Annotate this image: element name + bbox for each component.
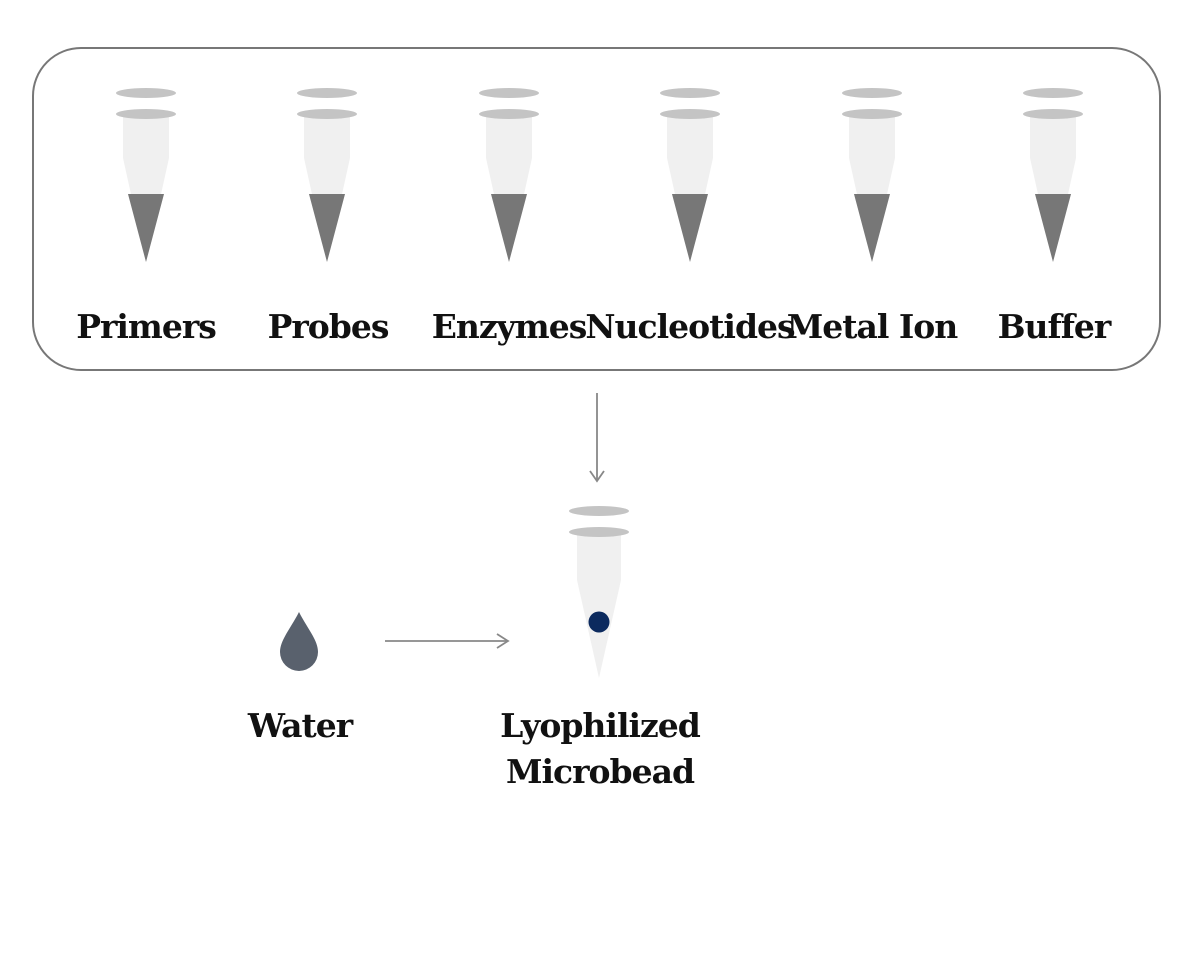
tube-cap [1023,88,1083,98]
reagent-label-probes: Probes [268,307,389,346]
water-drop-icon [280,612,318,671]
reagent-tube-nucleotides [660,88,720,262]
right-arrow [385,633,510,649]
tube-cap [842,88,902,98]
product-tube-rim [569,527,629,537]
tube-body [304,112,350,262]
reagent-tube-enzymes [479,88,539,262]
tube-body [1030,112,1076,262]
reagent-label-primers: Primers [76,307,216,346]
water-label: Water [247,706,354,745]
tube-liquid [128,194,164,262]
reagent-tube-metal-ion [842,88,902,262]
tube-rim [479,109,539,119]
reagent-label-enzymes: Enzymes [432,307,587,346]
tube-rim [842,109,902,119]
reagent-group-frame [32,47,1161,371]
tube-rim [116,109,176,119]
tube-cap [297,88,357,98]
product-label-line1: Lyophilized [500,706,701,745]
reagent-label-nucleotides: Nucleotides [585,307,795,346]
reagent-tube-primers [116,88,176,262]
reagent-label-metal-ion: Metal Ion [787,307,959,346]
tube-body [667,112,713,262]
tube-rim [660,109,720,119]
product-tube-body [577,530,621,678]
tube-cap [479,88,539,98]
tube-rim [297,109,357,119]
reagent-tube-buffer [1023,88,1083,262]
tube-liquid [309,194,345,262]
tube-liquid [854,194,890,262]
product-tube [569,506,629,678]
tube-liquid [491,194,527,262]
microbead-dot [588,611,610,633]
tube-liquid [1035,194,1071,262]
product-label-line2: Microbead [506,752,695,791]
product-tube-cap [569,506,629,516]
reagent-tube-row [116,88,1083,262]
down-arrow [589,393,605,483]
tube-cap [116,88,176,98]
tube-body [486,112,532,262]
tube-cap [660,88,720,98]
tube-rim [1023,109,1083,119]
reagent-tube-probes [297,88,357,262]
reagent-label-buffer: Buffer [998,307,1112,346]
tube-body [849,112,895,262]
tube-liquid [672,194,708,262]
tube-body [123,112,169,262]
